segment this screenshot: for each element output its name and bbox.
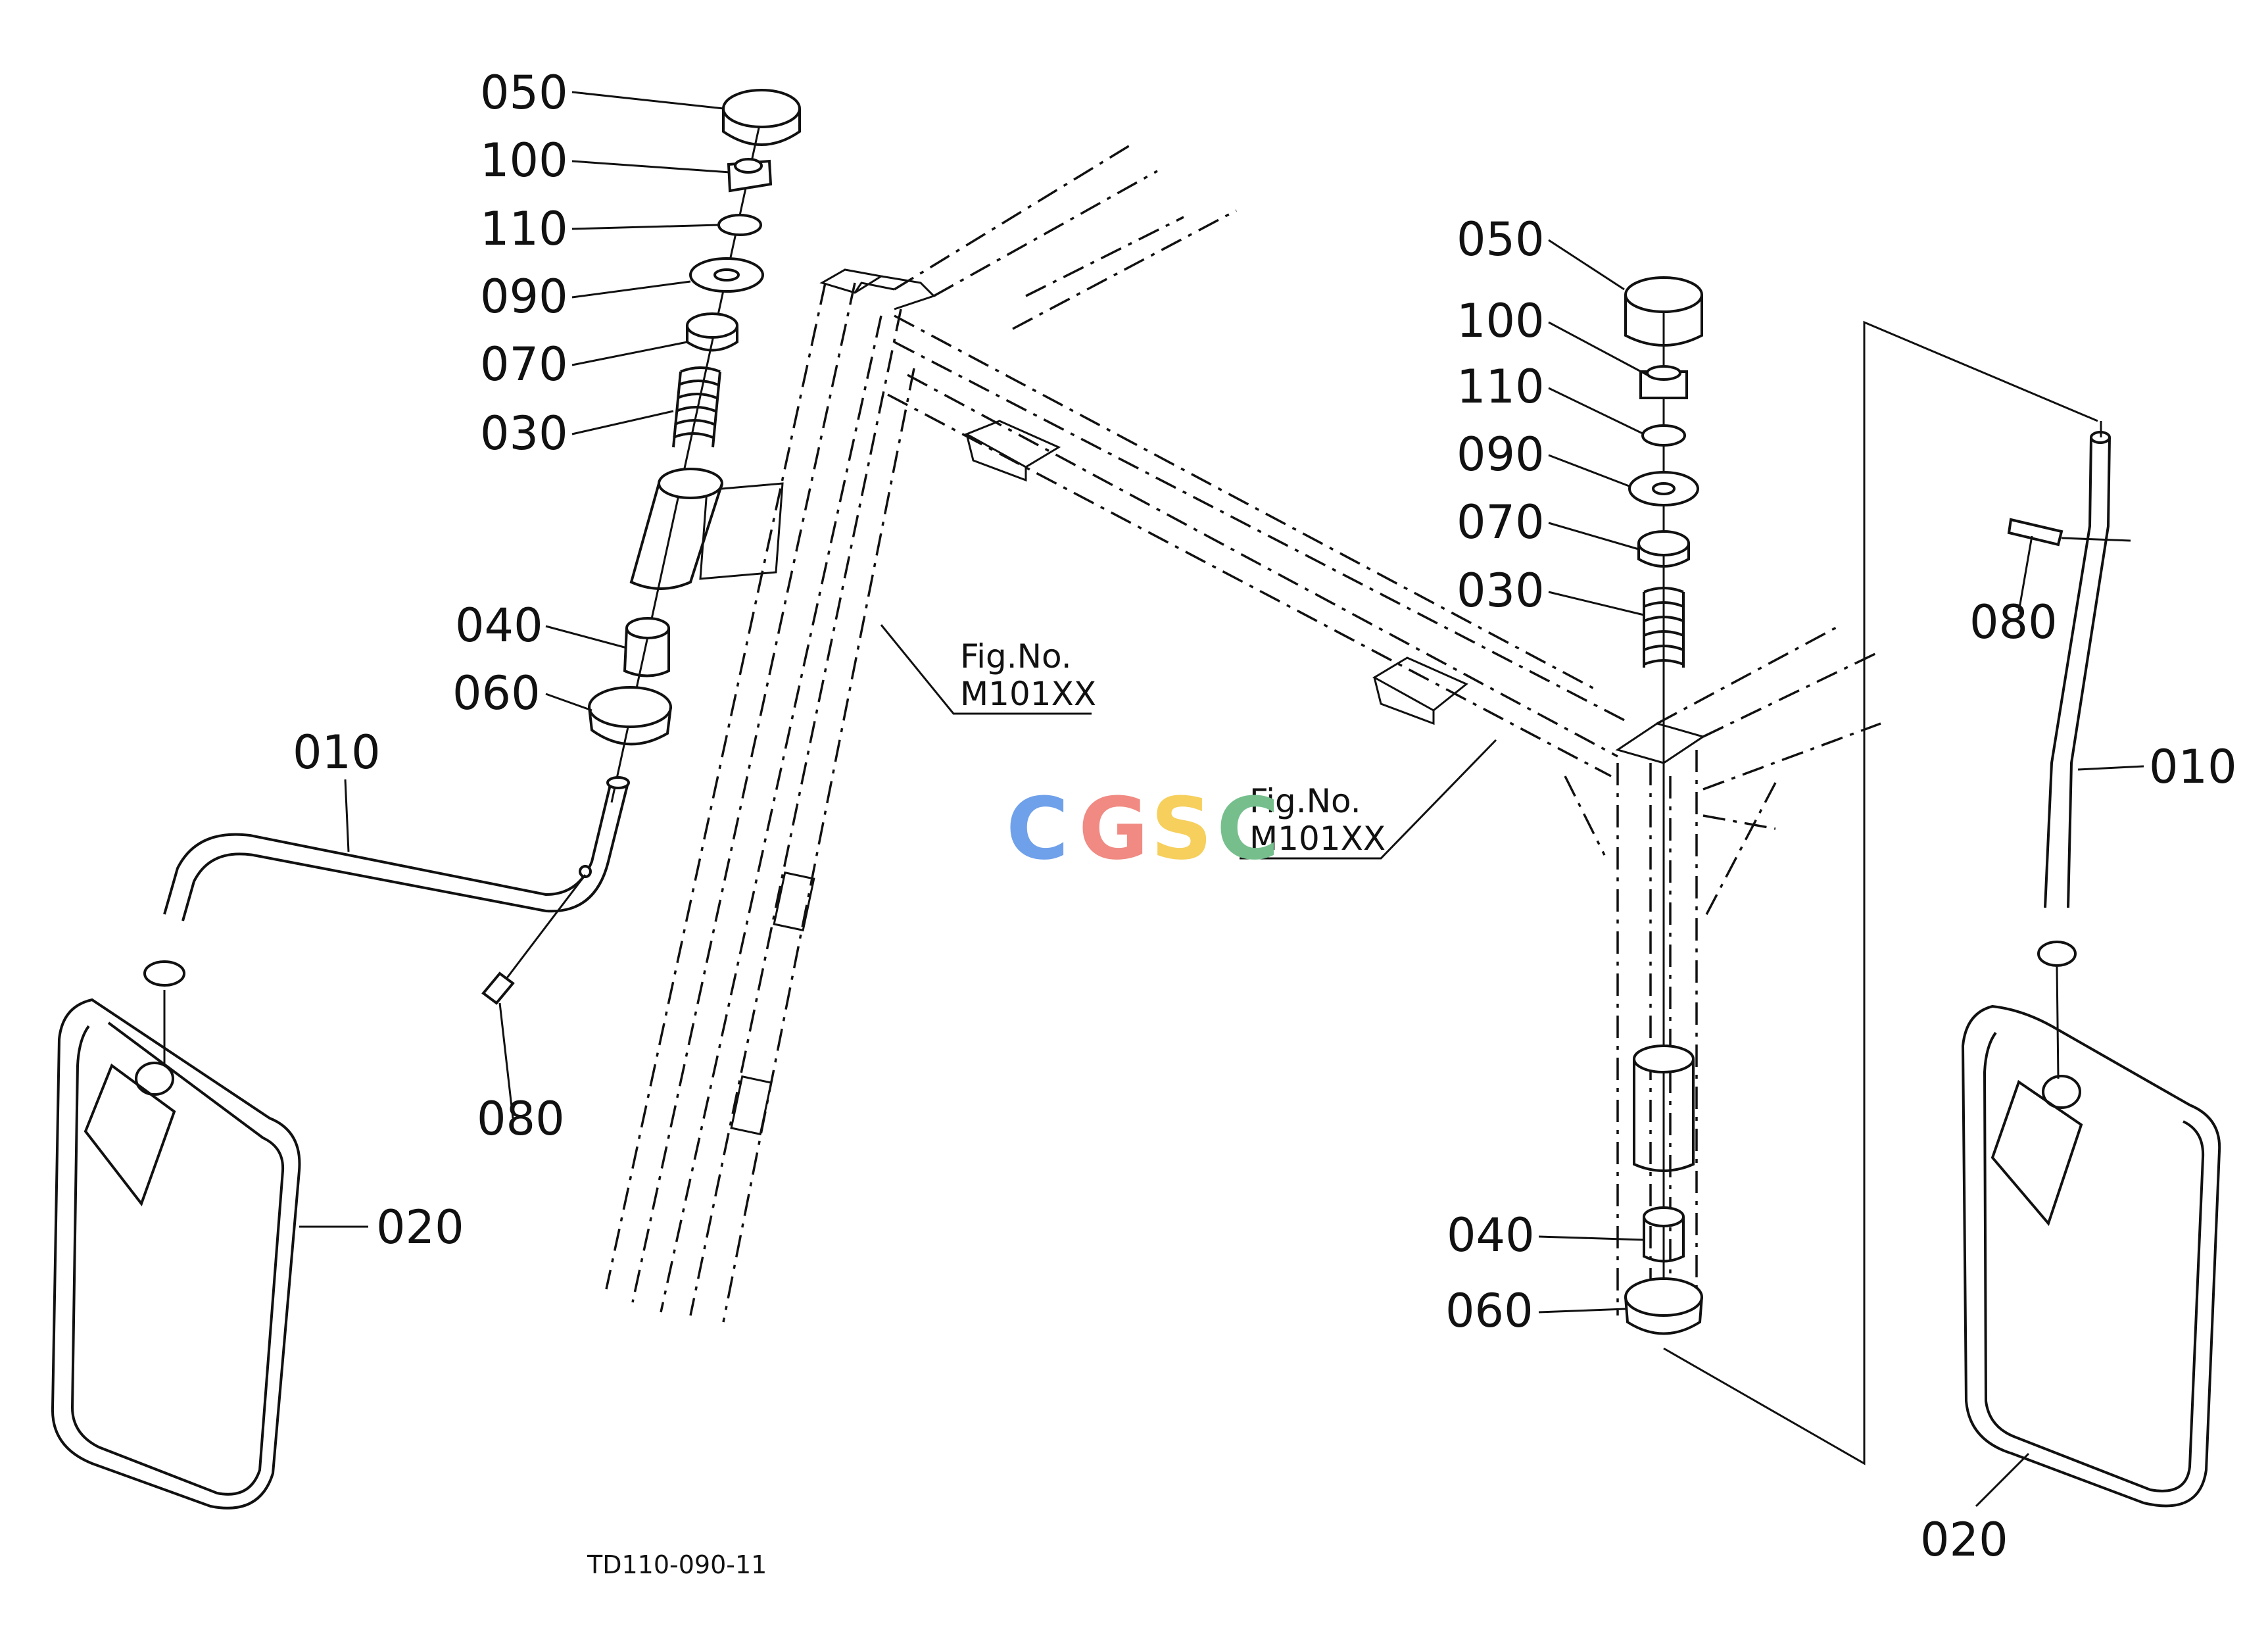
- cap-050-right: [1624, 276, 1703, 347]
- callout-040-right: 040: [1447, 1208, 1535, 1262]
- washer-090-right: [1628, 471, 1699, 506]
- callout-030-left: 030: [480, 406, 568, 460]
- callout-010-right: 010: [2149, 740, 2237, 794]
- bushing-040-left: [623, 617, 670, 677]
- callout-110-right: 110: [1457, 360, 1545, 414]
- pin-080-right: [2007, 518, 2131, 547]
- cap-050-left: [722, 89, 801, 146]
- figure-ref-1-line1: Fig.No.: [960, 637, 1072, 676]
- callout-040-left: 040: [455, 599, 543, 652]
- left-callouts: 050 100 110 090 070 030 040 060 010 080 …: [293, 66, 568, 1254]
- figure-ref-2-line2: M101XX: [1249, 820, 1386, 858]
- bushing-040-right: [1643, 1206, 1685, 1263]
- cab-frame: [605, 143, 1881, 1323]
- mirror-arm-010-left: [143, 776, 630, 987]
- callout-020-right: 020: [1920, 1513, 2008, 1567]
- watermark-letter-2: G: [1078, 779, 1149, 879]
- callout-080-left: 080: [477, 1092, 565, 1146]
- callout-080-right: 080: [1969, 595, 2058, 649]
- right-callouts: 050 100 110 090 070 030 040 060 010 080 …: [1445, 212, 2237, 1567]
- watermark-letter-1: C: [1006, 779, 1069, 879]
- left-mirror-assembly: [51, 89, 801, 1510]
- mirror-arm-010-right: [2037, 421, 2111, 967]
- drawing-code: TD110-090-11: [587, 1550, 767, 1579]
- washer-110-right: [1641, 424, 1686, 447]
- callout-090-right: 090: [1457, 428, 1545, 481]
- callout-090-left: 090: [480, 270, 568, 324]
- figure-ref-1-line2: M101XX: [960, 675, 1096, 713]
- collar-060-left: [588, 686, 672, 746]
- pin-080-left: [481, 874, 587, 1005]
- bearing-070-left: [686, 312, 738, 352]
- figure-ref-2: Fig.No. M101XX: [1240, 739, 1497, 860]
- right-mirror-assembly: [1538, 239, 2221, 1508]
- nut-100-right: [1639, 365, 1688, 399]
- washer-110-left: [717, 214, 762, 236]
- watermark-logo: C G S C: [1006, 779, 1279, 879]
- nut-100-left: [727, 158, 773, 193]
- callout-100-left: 100: [480, 134, 568, 187]
- callout-110-left: 110: [480, 202, 568, 256]
- callout-060-right: 060: [1445, 1284, 1533, 1338]
- callout-070-left: 070: [480, 337, 568, 391]
- sleeve-right: [1633, 1045, 1695, 1172]
- callout-050-right: 050: [1457, 212, 1545, 266]
- callout-100-right: 100: [1457, 294, 1545, 348]
- washer-090-left: [689, 257, 764, 293]
- callout-060-left: 060: [452, 666, 541, 720]
- callout-020-left: 020: [376, 1200, 464, 1254]
- mirror-head-020-right: [1961, 966, 2221, 1508]
- spring-030-right: [1643, 587, 1685, 668]
- figure-ref-1: Fig.No. M101XX: [880, 624, 1096, 715]
- figure-ref-2-line1: Fig.No.: [1249, 782, 1361, 820]
- mirror-head-020-left: [51, 990, 301, 1510]
- callout-010-left: 010: [293, 725, 381, 779]
- bearing-070-right: [1637, 530, 1690, 568]
- spring-030-left: [672, 366, 721, 448]
- watermark-letter-4: C: [1217, 779, 1279, 879]
- collar-060-right: [1624, 1277, 1703, 1335]
- callout-070-right: 070: [1457, 495, 1545, 549]
- watermark-letter-3: S: [1151, 779, 1213, 879]
- callout-050-left: 050: [480, 66, 568, 120]
- callout-030-right: 030: [1457, 564, 1545, 618]
- sleeve-left: [629, 468, 723, 590]
